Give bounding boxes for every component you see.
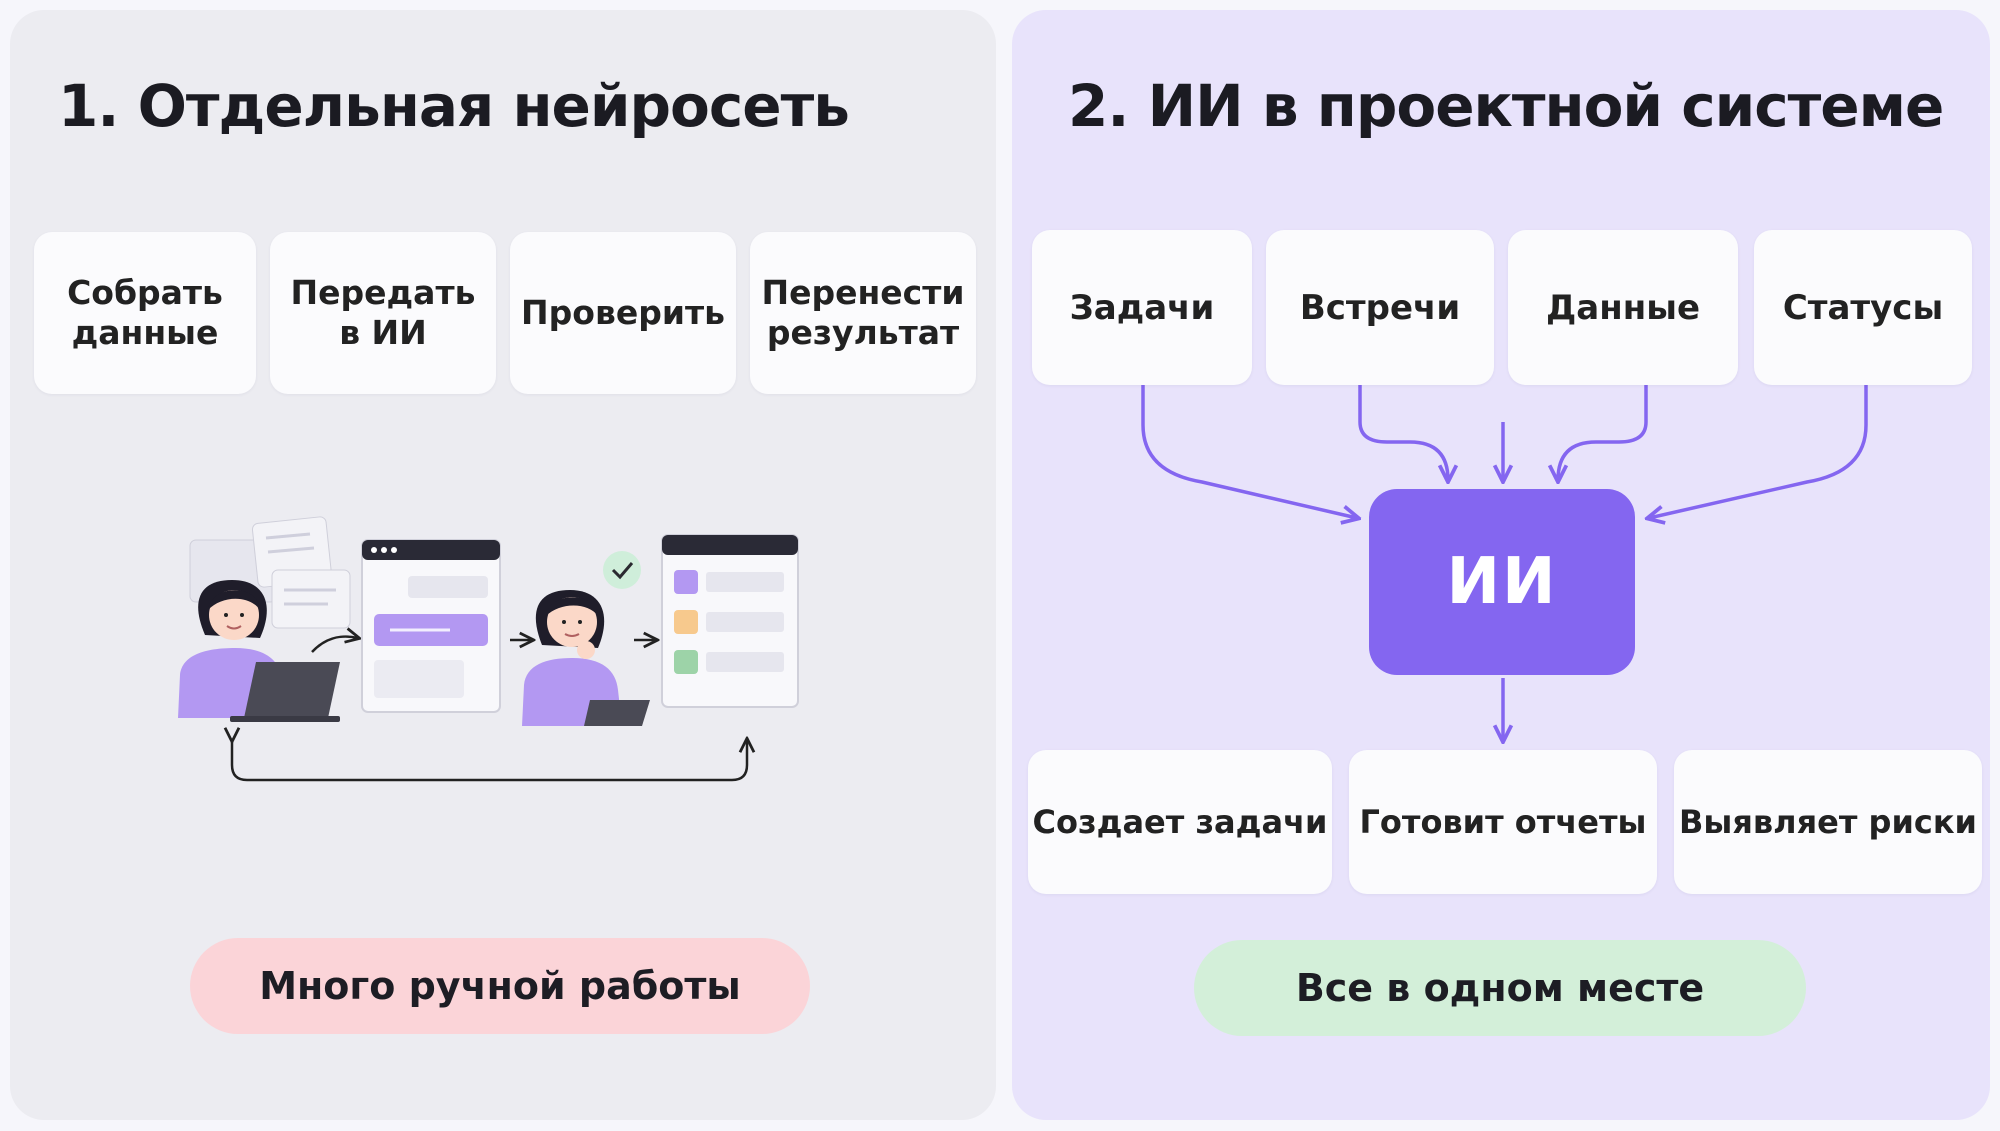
step-label: результат bbox=[766, 313, 960, 352]
output-card-reports: Готовит отчеты bbox=[1349, 750, 1657, 894]
panel-integrated-ai: 2. ИИ в проектной системе Задачи Встречи… bbox=[1012, 10, 1990, 1120]
step-label: Проверить bbox=[521, 293, 725, 332]
flow-arrows bbox=[1141, 385, 1868, 1120]
step-card-check: Проверить bbox=[510, 232, 736, 394]
arrow-data bbox=[1558, 385, 1648, 480]
person-working-icon bbox=[178, 580, 340, 722]
source-card-tasks: Задачи bbox=[1032, 230, 1252, 385]
panel-title-left: 1. Отдельная нейросеть bbox=[58, 72, 850, 140]
arrow-statuses bbox=[1649, 385, 1868, 518]
arrow-tasks bbox=[1141, 385, 1357, 518]
step-label: Собрать bbox=[67, 273, 223, 312]
source-card-meetings: Встречи bbox=[1266, 230, 1494, 385]
arrow-meetings bbox=[1358, 385, 1448, 480]
person-thinking-icon bbox=[522, 551, 650, 726]
all-in-one-pill: Все в одном месте bbox=[1194, 940, 1806, 1036]
checklist-window-icon bbox=[661, 534, 799, 708]
workflow-illustration bbox=[178, 516, 799, 782]
manual-work-pill: Много ручной работы bbox=[190, 938, 810, 1034]
output-card-create-tasks: Создает задачи bbox=[1028, 750, 1332, 894]
panel-title-right: 2. ИИ в проектной системе bbox=[1068, 72, 1944, 140]
step-label: Перенести bbox=[761, 273, 965, 312]
source-card-data: Данные bbox=[1508, 230, 1738, 385]
source-card-statuses: Статусы bbox=[1754, 230, 1972, 385]
app-window-icon bbox=[361, 539, 501, 713]
step-label: в ИИ bbox=[339, 313, 427, 352]
loop-arrow bbox=[232, 740, 747, 782]
step-label: данные bbox=[71, 313, 219, 352]
step-label: Передать bbox=[290, 273, 476, 312]
ai-core-box: ИИ bbox=[1369, 489, 1635, 675]
output-card-risks: Выявляет риски bbox=[1674, 750, 1982, 894]
